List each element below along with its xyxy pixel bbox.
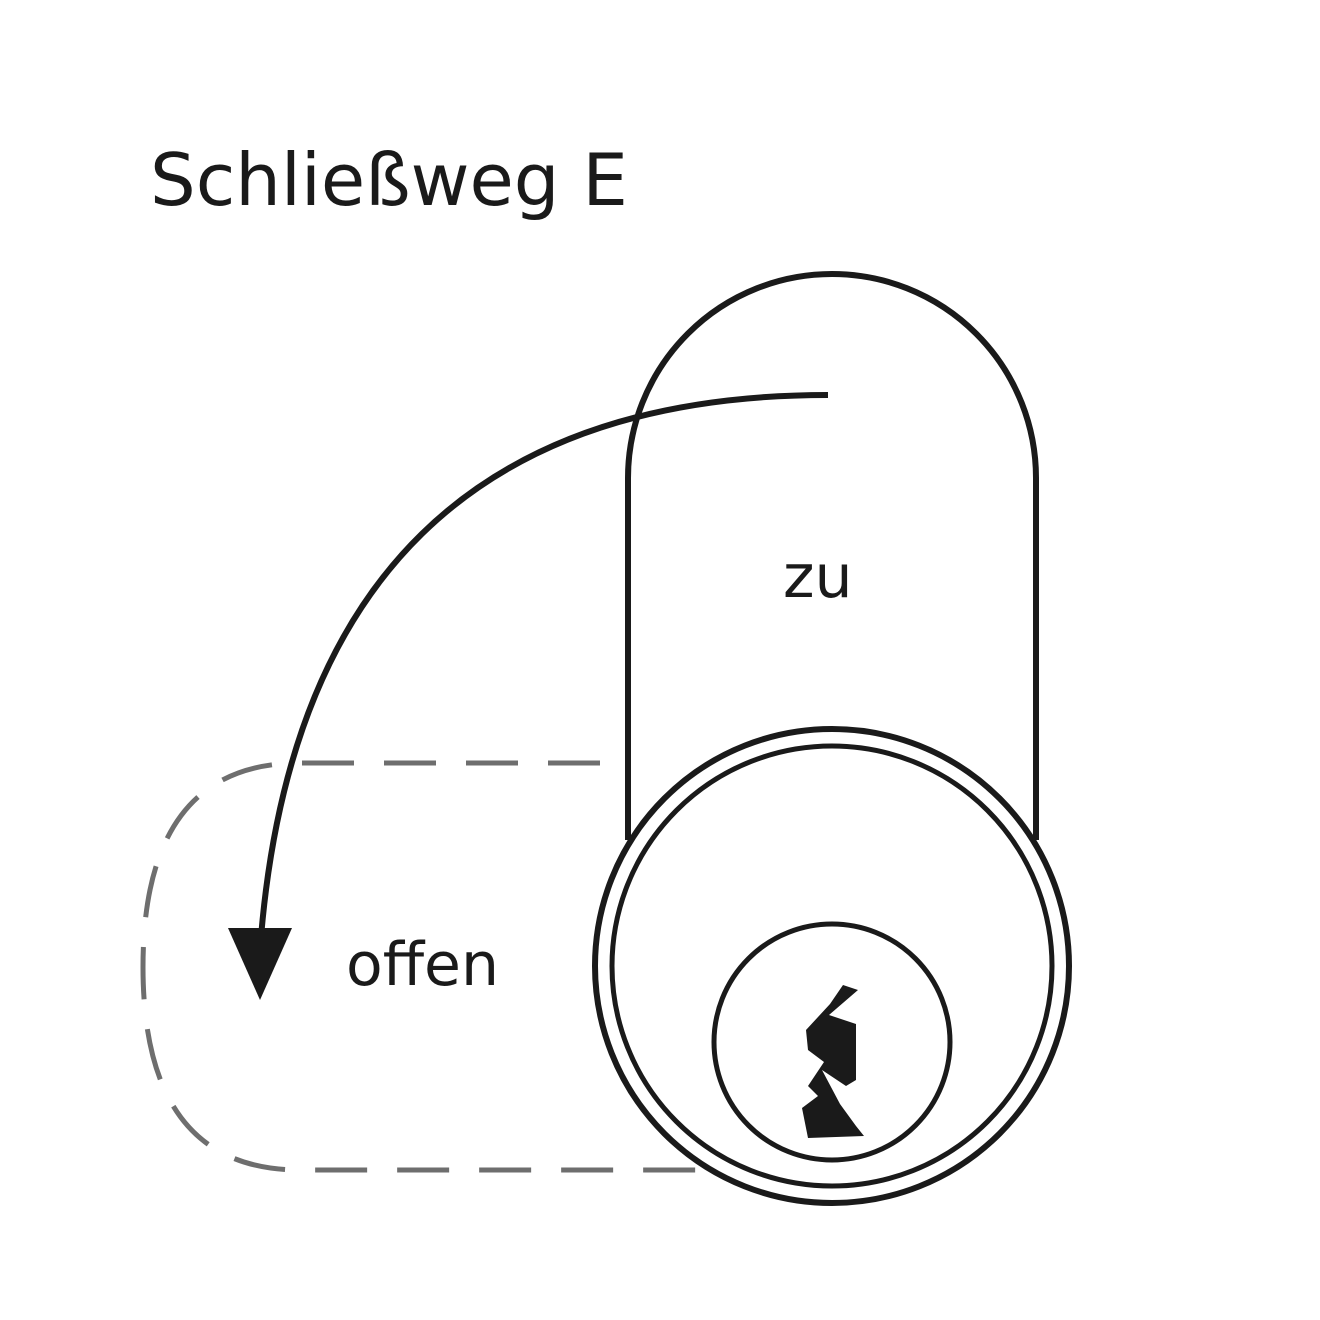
keyway-icon: [802, 985, 864, 1138]
arrow-head-icon: [228, 928, 292, 1000]
diagram-title: Schließweg E: [150, 138, 628, 222]
open-position-outline: [140, 760, 705, 1173]
cylinder-outer-ring: [592, 726, 1072, 1206]
closed-label: zu: [783, 542, 853, 612]
open-label: offen: [346, 930, 499, 1000]
turn-direction-arrow: [257, 392, 829, 951]
cylinder-plug: [711, 921, 953, 1163]
cylinder-inner-ring: [609, 743, 1055, 1189]
closed-position-bolt: [625, 271, 1039, 840]
